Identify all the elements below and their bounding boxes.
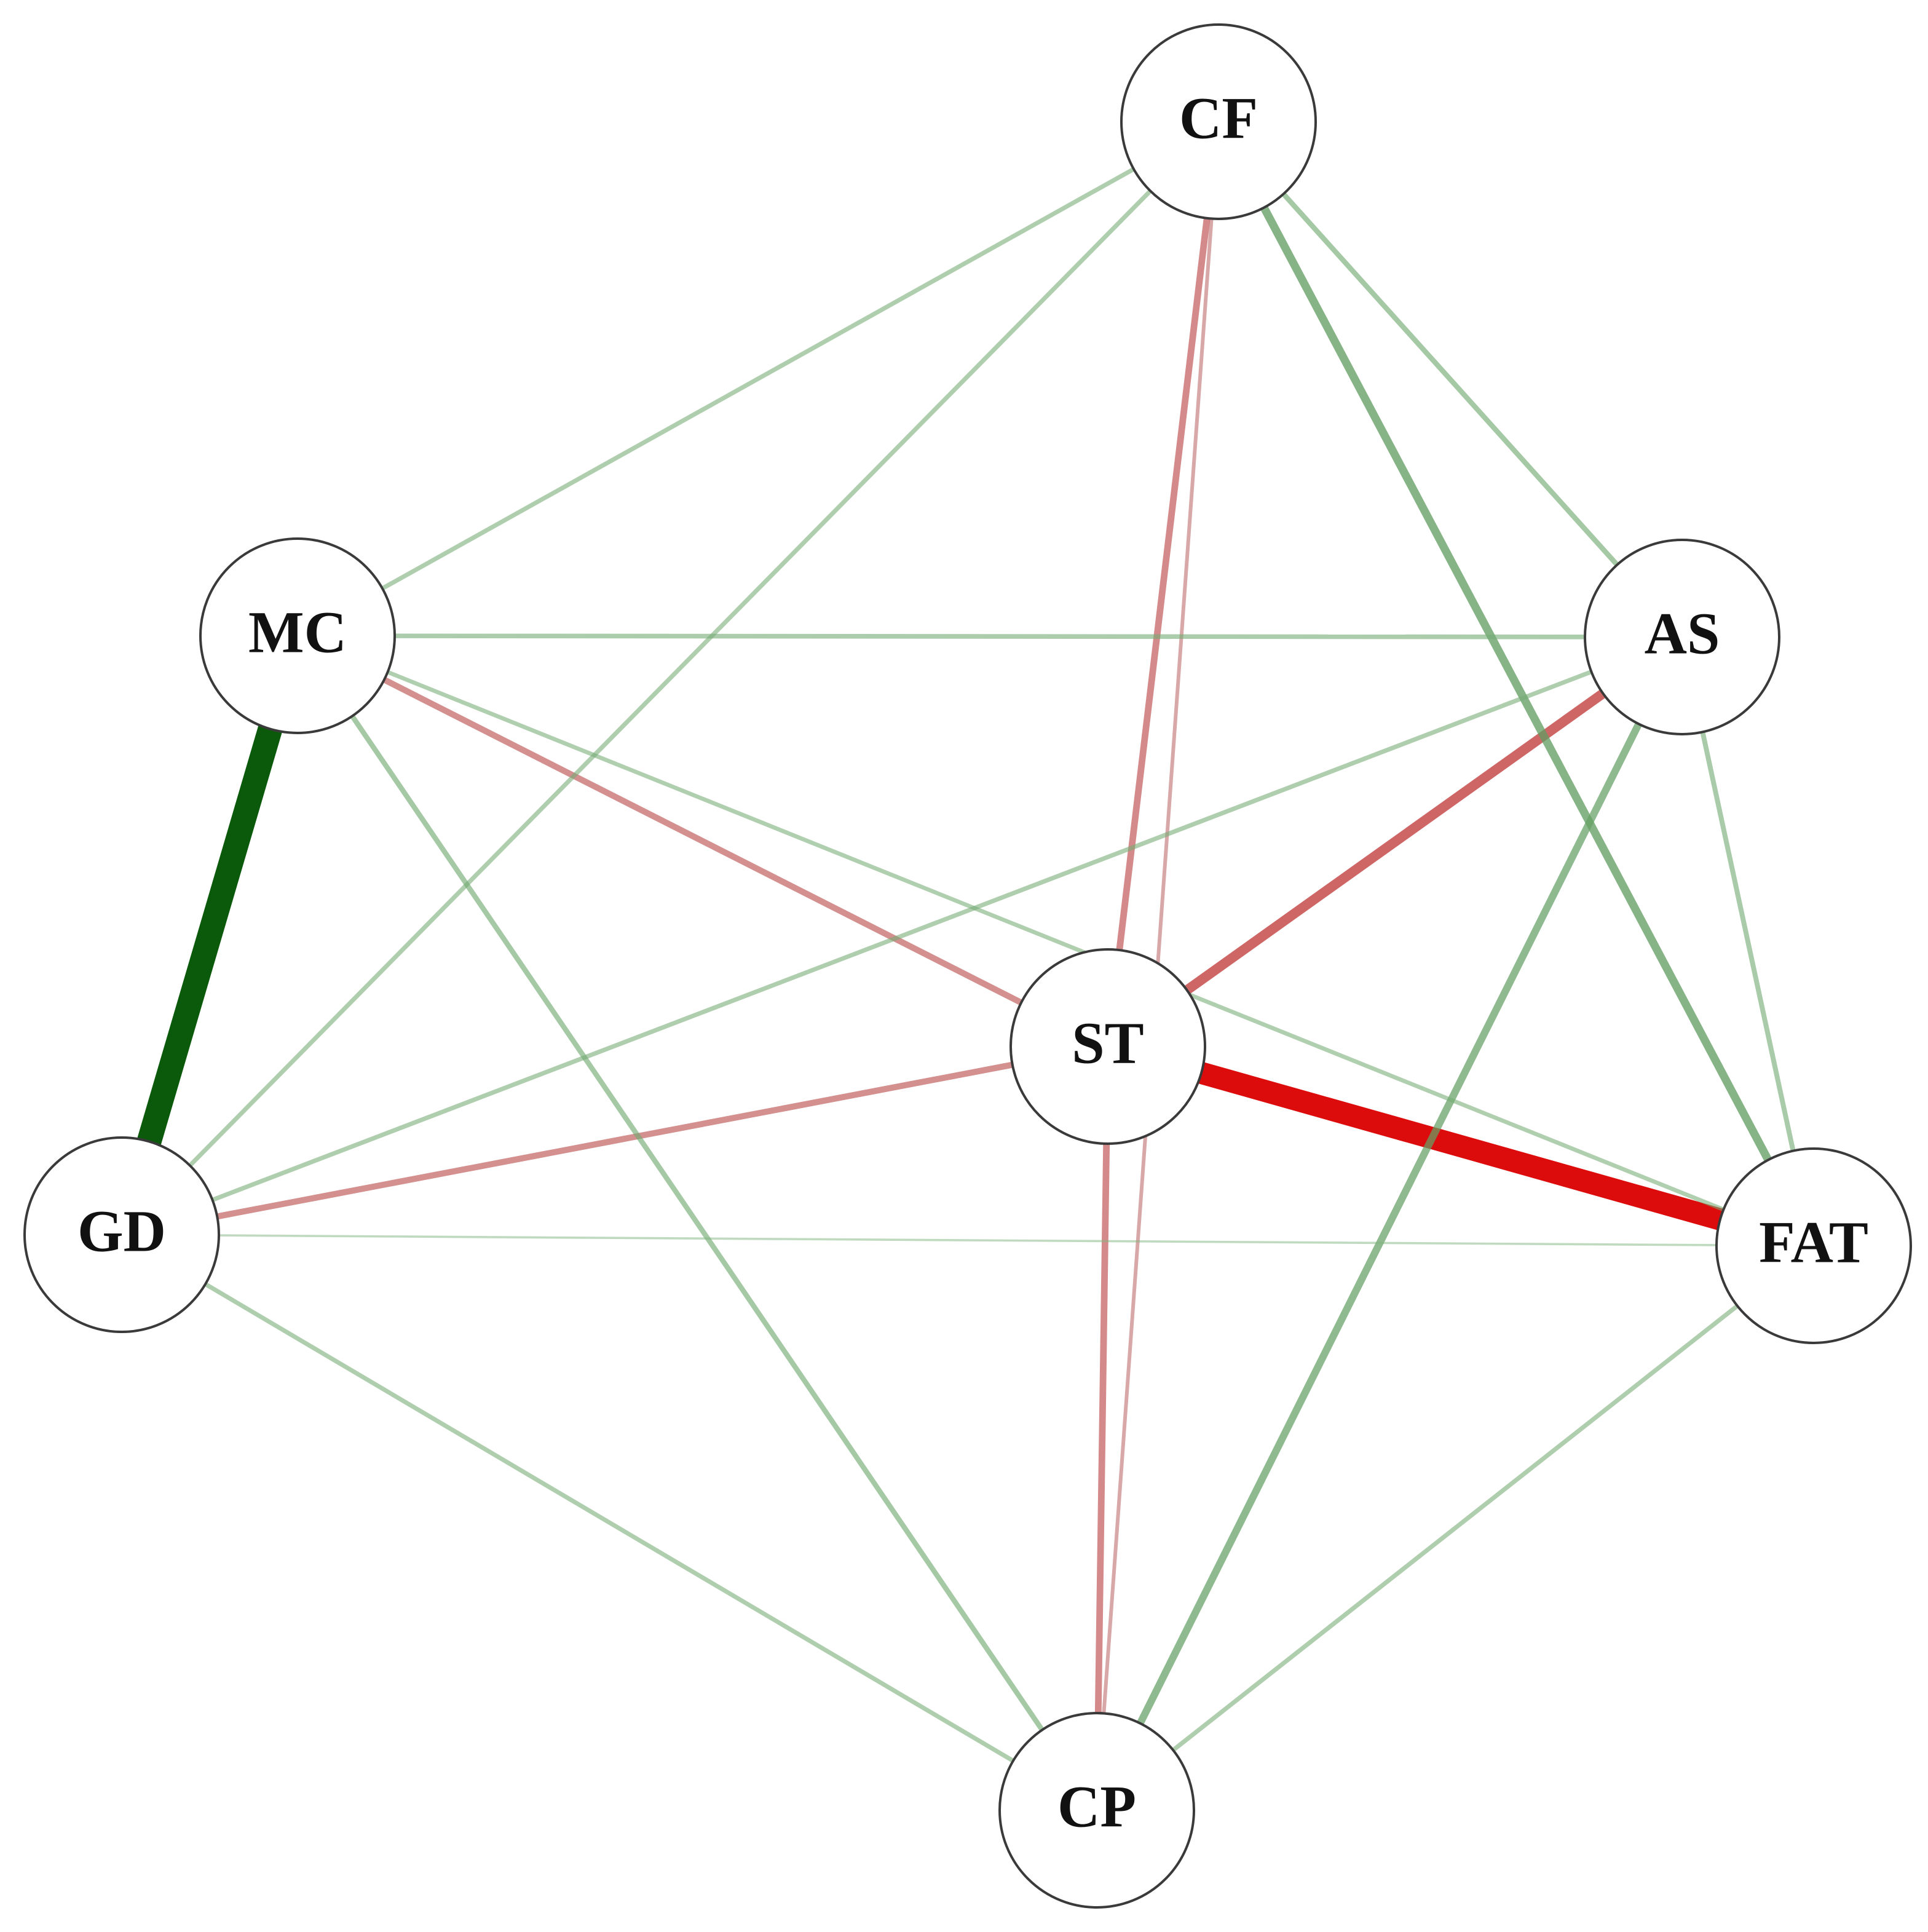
node-circle-mc — [199, 537, 396, 734]
node-circle-cp — [998, 1712, 1195, 1909]
nodes-layer: CF MC AS ST GD FAT CP — [23, 23, 1912, 1909]
node-label-fat: FAT — [1759, 1209, 1868, 1275]
edges-layer — [109, 119, 1817, 1813]
edge-cf-st — [1104, 121, 1222, 1047]
edge-as-fat — [1680, 636, 1816, 1246]
node-circle-fat — [1715, 1147, 1912, 1344]
edge-st-cp — [1093, 1046, 1112, 1811]
node-label-cp: CP — [1057, 1774, 1136, 1840]
edge-gd-fat — [121, 1233, 1814, 1247]
edge-mc-gd — [109, 632, 310, 1238]
node-cp: CP — [998, 1712, 1195, 1909]
node-gd: GD — [23, 1136, 220, 1333]
edge-as-gd — [120, 635, 1683, 1237]
node-label-as: AS — [1645, 601, 1720, 667]
edge-cf-fat — [1215, 119, 1817, 1248]
node-fat: FAT — [1715, 1147, 1912, 1344]
node-circle-as — [1584, 539, 1780, 735]
node-circle-cf — [1120, 23, 1317, 220]
edge-gd-cp — [120, 1232, 1098, 1813]
edge-st-fat — [1105, 1035, 1817, 1257]
node-as: AS — [1584, 539, 1780, 735]
node-circle-st — [1009, 948, 1206, 1145]
node-label-mc: MC — [248, 600, 347, 665]
edge-gd-st — [121, 1043, 1108, 1238]
edge-cf-gd — [120, 120, 1220, 1237]
edge-mc-cp — [295, 634, 1099, 1812]
node-mc: MC — [199, 537, 396, 734]
edge-mc-fat — [296, 633, 1815, 1248]
edge-cf-mc — [296, 119, 1220, 638]
node-cf: CF — [1120, 23, 1317, 220]
node-circle-gd — [23, 1136, 220, 1333]
node-label-gd: GD — [77, 1198, 166, 1264]
edge-fat-cp — [1095, 1244, 1815, 1812]
edge-mc-as — [297, 633, 1683, 639]
edge-cf-as — [1216, 120, 1685, 639]
node-label-cf: CF — [1179, 85, 1258, 151]
edge-mc-st — [296, 633, 1110, 1050]
edge-st-as — [1105, 633, 1685, 1051]
edge-as-cp — [1093, 635, 1686, 1812]
node-label-st: ST — [1072, 1010, 1144, 1076]
node-st: ST — [1009, 948, 1206, 1145]
